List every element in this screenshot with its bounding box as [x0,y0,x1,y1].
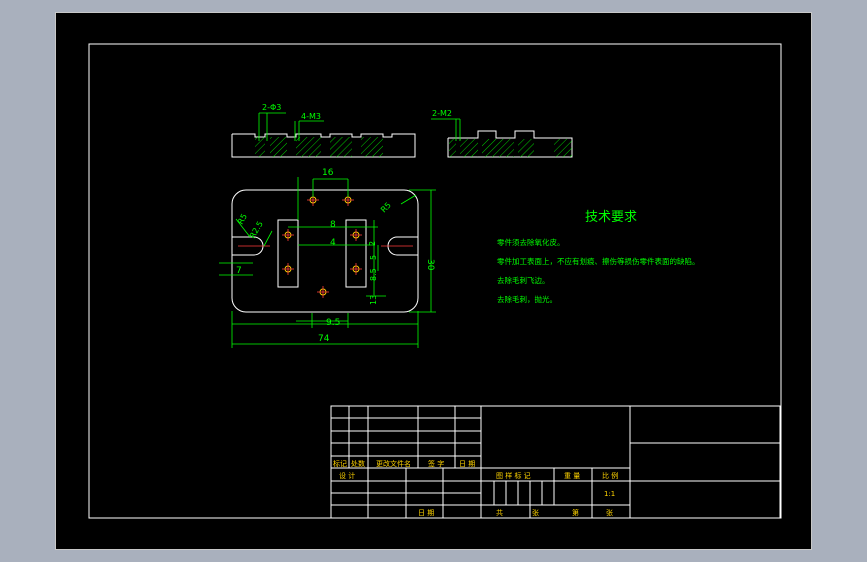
dim-r2-5: R2.5 [248,220,265,240]
tb-label-count: 处数 [351,459,365,468]
tech-item-3: 去除毛刺飞边。 [497,275,550,285]
tb-label-sign: 签 字 [428,459,444,468]
tb-scale-value: 1:1 [604,490,615,498]
dim-2: 2 [368,241,377,246]
left-section-view: 2-Φ3 4-M3 [231,103,416,158]
tb-sheet-unit-1: 张 [532,508,539,517]
dim-8: 8 [330,220,336,230]
dim-9-5: 9.5 [326,318,340,328]
tb-sheet-unit-2: 张 [606,508,613,517]
tb-sheet-index: 第 [572,508,579,517]
plan-view: 16 8 4 2 5 8.5 13 7 9.5 74 30 R5 R2.5 R5 [219,168,436,348]
dim-74: 74 [318,334,330,344]
tech-item-2: 零件加工表面上，不应有划痕、擦伤等损伤零件表面的缺陷。 [497,256,700,266]
label-2-phi3: 2-Φ3 [262,103,281,112]
right-section-view: 2-M2 [431,109,573,158]
dim-r5-right: R5 [379,201,393,215]
label-4-m3: 4-M3 [301,112,321,121]
label-2-m2: 2-M2 [432,109,452,118]
dim-30: 30 [425,259,435,271]
tb-sheet-total: 共 [496,508,503,517]
tb-label-change-doc: 更改文件名 [376,459,411,468]
left-pocket [277,219,299,288]
drawing-svg: 2-Φ3 4-M3 2-M2 [88,43,782,519]
title-block: 标记 处数 更改文件名 签 字 日 期 设 计 图 样 标 记 重 量 比 例 … [330,405,781,519]
dim-4: 4 [330,238,336,248]
dim-16: 16 [322,168,334,178]
right-pocket [345,219,367,288]
tb-label-drawing-mark: 图 样 标 记 [496,471,531,480]
tech-item-4: 去除毛刺，抛光。 [497,294,557,304]
dim-5-left: 5 [369,255,378,260]
tech-item-1: 零件须去除氧化皮。 [497,237,565,247]
dim-8-5: 8.5 [369,268,378,281]
tech-title: 技术要求 [585,210,637,225]
tb-label-date-bottom: 日 期 [418,509,434,517]
tb-label-date: 日 期 [459,460,475,468]
dim-r5-left: R5 [236,212,249,226]
tech-requirements: 技术要求 零件须去除氧化皮。 零件加工表面上，不应有划痕、擦伤等损伤零件表面的缺… [497,210,700,304]
drawing-canvas: 2-Φ3 4-M3 2-M2 [55,12,812,550]
tb-label-mark: 标记 [333,459,347,468]
dim-13: 13 [369,295,378,305]
dim-7: 7 [236,266,242,276]
tb-label-design: 设 计 [339,471,355,480]
tb-label-weight: 重 量 [564,472,580,480]
tb-label-scale: 比 例 [602,471,618,480]
part-outline [231,189,419,313]
